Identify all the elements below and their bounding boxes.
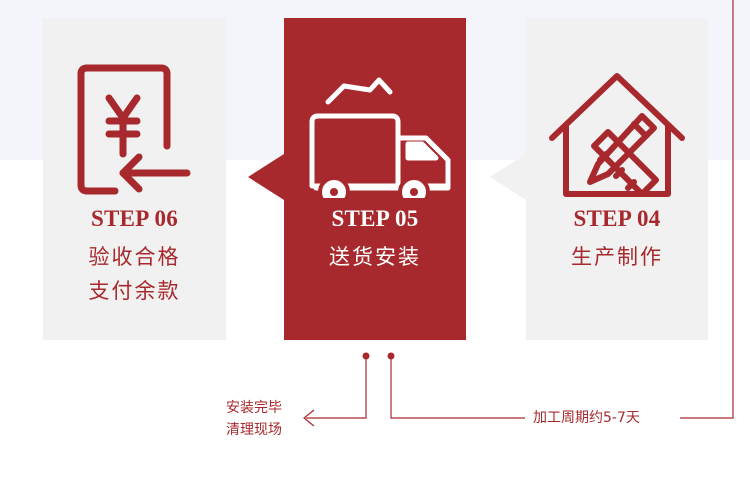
delivery-truck-icon [309,77,451,198]
arrow-to-step-06 [248,154,284,200]
flow-line-production [390,356,525,419]
step-card-04: STEP 04 生产制作 [526,18,708,340]
step-card-06: STEP 06 验收合格 支付余款 [43,18,226,340]
step-text-line: 生产制作 [571,245,663,269]
step-text-06: 验收合格 支付余款 [43,240,226,308]
step-text-line: 支付余款 [88,279,181,303]
house-pencil-ruler-icon [549,73,685,197]
note-production: 加工周期约5-7天 [533,410,640,426]
step-text-04: 生产制作 [526,240,708,274]
note-line: 安装完毕 [226,400,282,416]
step-text-05: 送货安装 [284,240,466,274]
step-text-line: 送货安装 [329,245,421,269]
step-text-line: 验收合格 [88,245,181,269]
flow-dot [362,352,370,360]
receipt-yen-return-icon [77,64,191,195]
step-title-05: STEP 05 [331,206,419,231]
step-title-04: STEP 04 [573,206,661,231]
arrow-head-left-icon [303,409,315,427]
note-line: 清理现场 [226,422,282,438]
note-install: 安装完毕 清理现场 [226,397,282,441]
flow-line-return [680,0,734,419]
flow-line-install [306,356,367,419]
step-title-06: STEP 06 [90,206,179,231]
arrow-to-step-05 [490,154,526,200]
flow-dot [387,352,395,360]
step-card-05: STEP 05 送货安装 [284,18,466,340]
